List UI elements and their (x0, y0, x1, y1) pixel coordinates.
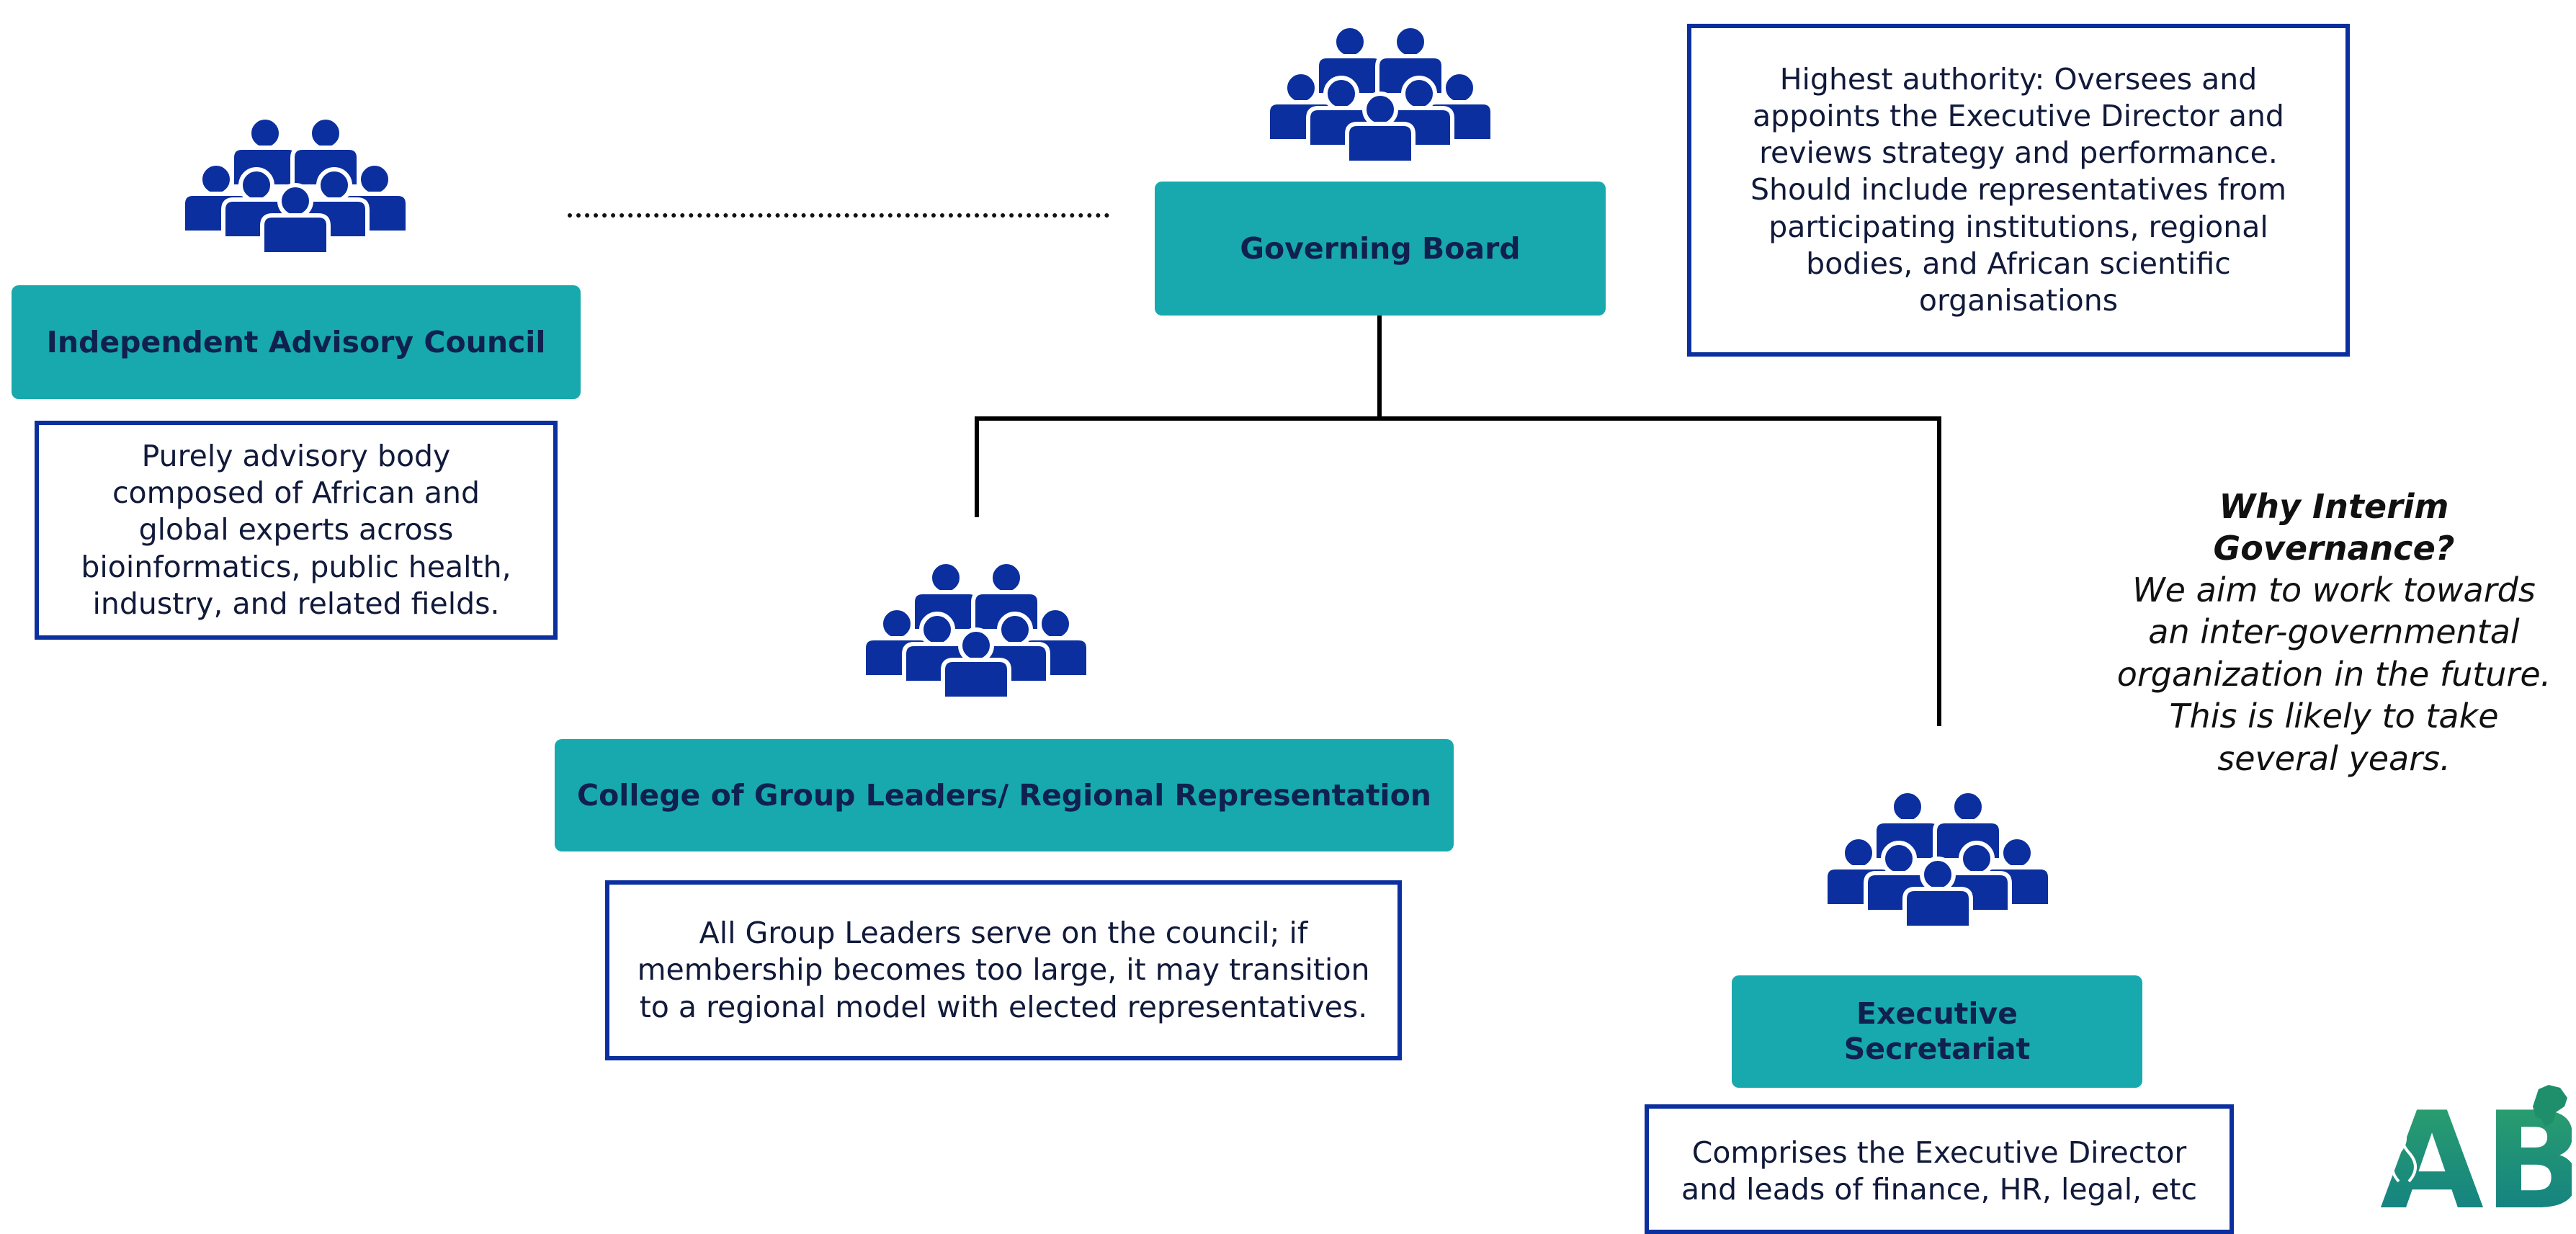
governing-board-label: Governing Board (1155, 182, 1606, 316)
why-interim-body: We aim to work towards an inter-governme… (2116, 571, 2552, 778)
governing-board-description: Highest authority: Oversees and appoints… (1687, 24, 2350, 357)
horizontal-connector (975, 416, 1941, 421)
college-people-group-icon (861, 542, 1091, 707)
why-interim-note: Why Interim Governance? We aim to work t… (2111, 486, 2557, 779)
secretariat-label: Executive Secretariat (1732, 975, 2142, 1088)
college-label: College of Group Leaders/ Regional Repre… (555, 739, 1454, 851)
advisory-council-label: Independent Advisory Council (12, 285, 581, 399)
why-interim-title: Why Interim Governance? (2213, 487, 2455, 568)
dna-icon (2391, 1122, 2417, 1183)
board-people-group-icon (1265, 6, 1495, 171)
college-connector (975, 416, 979, 517)
secretariat-description: Comprises the Executive Director and lea… (1645, 1104, 2234, 1234)
abi-logo: ABI (2377, 1081, 2576, 1234)
secretariat-connector (1937, 416, 1941, 726)
abi-logo-graphic: ABI (2380, 1083, 2576, 1234)
board-down-connector (1377, 316, 1382, 420)
secretariat-people-group-icon (1823, 771, 2053, 936)
advisory-people-group-icon (180, 97, 411, 263)
africa-map-icon (2533, 1085, 2567, 1127)
college-description: All Group Leaders serve on the council; … (605, 880, 1402, 1060)
advisory-council-description: Purely advisory body composed of African… (35, 421, 558, 640)
advisory-dotted-connector (568, 213, 1109, 218)
